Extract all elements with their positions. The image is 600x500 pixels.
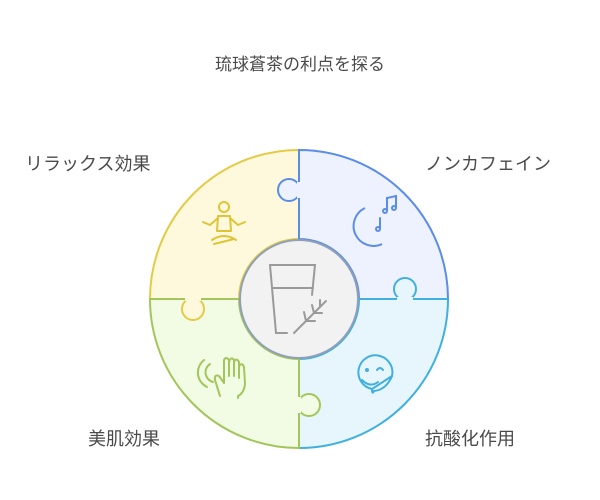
label-non-caffeine: ノンカフェイン xyxy=(425,154,551,175)
hand-touch-icon xyxy=(196,357,246,399)
label-beauty: 美肌効果 xyxy=(88,429,160,450)
meditation-icon xyxy=(202,201,246,245)
label-antioxidant: 抗酸化作用 xyxy=(425,429,515,450)
tea-glass-icon xyxy=(269,264,327,334)
puzzle-tab-top xyxy=(277,178,301,202)
puzzle-tab-bottom xyxy=(297,393,321,417)
puzzle-tab-left xyxy=(181,297,205,321)
center-circle xyxy=(239,239,359,359)
label-relax: リラックス効果 xyxy=(25,154,151,175)
puzzle-tab-right xyxy=(393,277,417,301)
smiley-sticker-icon xyxy=(357,354,394,394)
diagram-title: 琉球蒼茶の利点を探る xyxy=(215,55,385,75)
moon-music-icon xyxy=(352,194,397,247)
